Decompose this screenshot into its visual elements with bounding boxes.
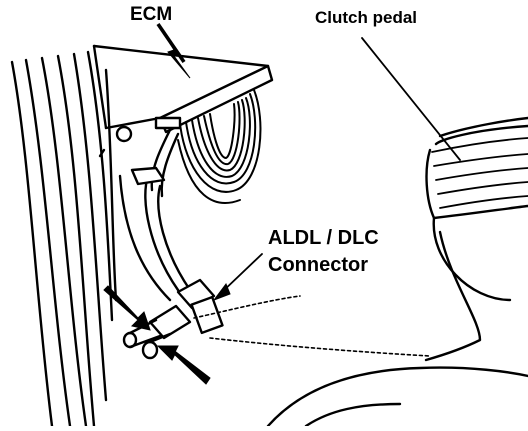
clutch-pedal-label: Clutch pedal [315,8,418,27]
floor-line [193,295,431,357]
ecm-harness [177,89,262,204]
ecm-label: ECM [130,4,173,25]
pointer-arrow-lower-icon [156,345,211,385]
aldl-label-line1: ALDL / DLC [268,227,379,249]
pointer-arrow-upper-icon [103,285,151,331]
harness-to-connector [118,128,192,302]
clutch-pedal-drawing [424,116,528,362]
leader-arrowhead-icon [212,282,231,302]
aldl-label-line2: Connector [268,254,368,276]
dash-panel-lines [10,50,118,428]
floor-curve [266,366,528,428]
